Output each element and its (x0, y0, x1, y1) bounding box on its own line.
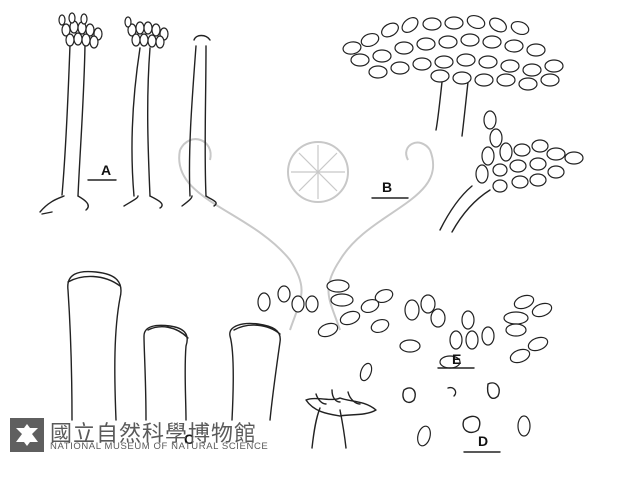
panel-c-conidiophore-tips (67, 270, 281, 421)
panel-a-spore-head-2 (124, 16, 169, 49)
museum-logo-icon (10, 418, 44, 452)
watermark-star (291, 145, 345, 199)
panel-label-b: B (382, 179, 392, 195)
panel-a-spore-head-1 (58, 12, 103, 49)
panel-b-lower-cluster (475, 110, 584, 193)
museum-name-english: NATIONAL MUSEUM OF NATURAL SCIENCE (50, 441, 269, 452)
panel-b-spore-clusters (342, 14, 584, 233)
panel-e-spores (257, 279, 553, 369)
panel-a-conidiophores (39, 12, 217, 215)
panel-label-a: A (101, 162, 111, 178)
panel-label-e: E (452, 351, 461, 367)
museum-name-chinese: 國立自然科學博物館 (50, 422, 258, 447)
panel-label-c: C (184, 431, 194, 447)
panel-d-detached-spores (305, 362, 531, 453)
panel-label-d: D (478, 433, 488, 449)
panel-b-upper-cluster (342, 14, 564, 91)
logo-mark (16, 424, 38, 446)
